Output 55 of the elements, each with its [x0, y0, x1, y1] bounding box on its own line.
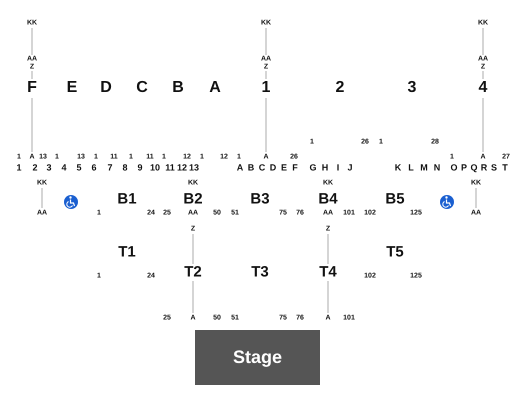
row-label: A: [236, 164, 244, 172]
row-label: 1: [16, 164, 22, 172]
row-label: J: [348, 164, 352, 172]
row-label: F: [292, 164, 298, 172]
row-label: 12: [177, 164, 187, 172]
section-label: 2: [336, 80, 344, 96]
stage-block: [195, 330, 320, 385]
row-label: 6: [92, 164, 96, 172]
row-label: 9: [138, 164, 142, 172]
row-label: 13: [189, 164, 199, 172]
section-label: 1: [262, 80, 270, 96]
row-label: T: [502, 164, 508, 172]
row-label: R: [480, 164, 488, 172]
section-label: C: [136, 80, 148, 96]
section-label: F: [27, 80, 37, 96]
section-label: T1: [118, 244, 136, 260]
row-label: 10: [150, 164, 160, 172]
section-label: 3: [408, 80, 416, 96]
section-label: T2: [184, 264, 202, 280]
section-label: D: [100, 80, 112, 96]
stage-label: Stage: [232, 347, 282, 368]
row-label: 5: [76, 164, 82, 172]
row-label: O: [450, 164, 458, 172]
row-label: I: [336, 164, 340, 172]
row-label: Q: [470, 164, 478, 172]
row-label: H: [322, 164, 328, 172]
section-label: B4: [318, 192, 338, 206]
section-label: B5: [385, 192, 405, 206]
row-label: 11: [165, 164, 175, 172]
section-label: B2: [183, 192, 203, 206]
section-label: T3: [251, 264, 269, 280]
row-label: L: [408, 164, 414, 172]
section-label: B: [172, 80, 184, 96]
row-label: P: [461, 164, 467, 172]
row-label: N: [434, 164, 440, 172]
row-label: D: [270, 164, 276, 172]
row-label: 2: [32, 164, 38, 172]
section-label: A: [209, 80, 221, 96]
row-label: 3: [46, 164, 52, 172]
section-label: B1: [117, 192, 137, 206]
section-label: 4: [478, 80, 488, 96]
row-label: 7: [108, 164, 112, 172]
section-label: B3: [250, 192, 270, 206]
row-label: E: [281, 164, 287, 172]
row-label: K: [394, 164, 402, 172]
row-label: S: [491, 164, 497, 172]
row-label: B: [248, 164, 254, 172]
section-label: T4: [319, 264, 337, 280]
row-label: M: [420, 164, 428, 172]
row-label: 4: [62, 164, 66, 172]
row-label: 8: [122, 164, 128, 172]
section-label: T5: [386, 244, 404, 260]
row-label: C: [258, 164, 266, 172]
section-label: E: [66, 80, 78, 96]
row-label: G: [310, 164, 316, 172]
